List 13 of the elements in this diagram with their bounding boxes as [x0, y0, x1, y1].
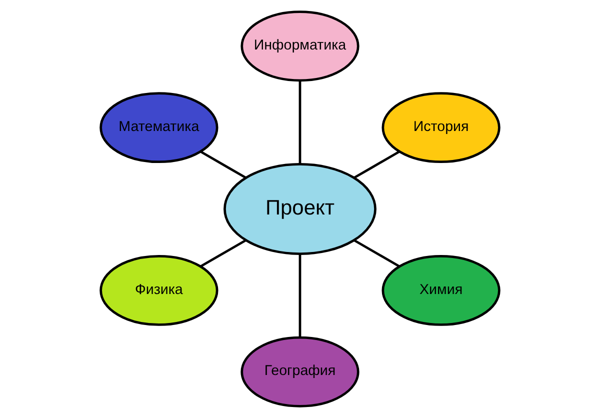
node-ellipse: Проект [224, 163, 376, 255]
connector [298, 254, 302, 338]
connector [354, 150, 400, 179]
node-ellipse: Математика [100, 92, 218, 164]
node-ellipse: Химия [382, 254, 500, 326]
node-ellipse: История [382, 92, 500, 164]
connector [298, 80, 302, 164]
node-ellipse: Физика [100, 254, 218, 326]
connector [354, 239, 400, 268]
connector [200, 239, 246, 268]
connector [200, 150, 246, 179]
node-ellipse: География [240, 336, 360, 408]
node-ellipse: Информатика [240, 10, 360, 82]
